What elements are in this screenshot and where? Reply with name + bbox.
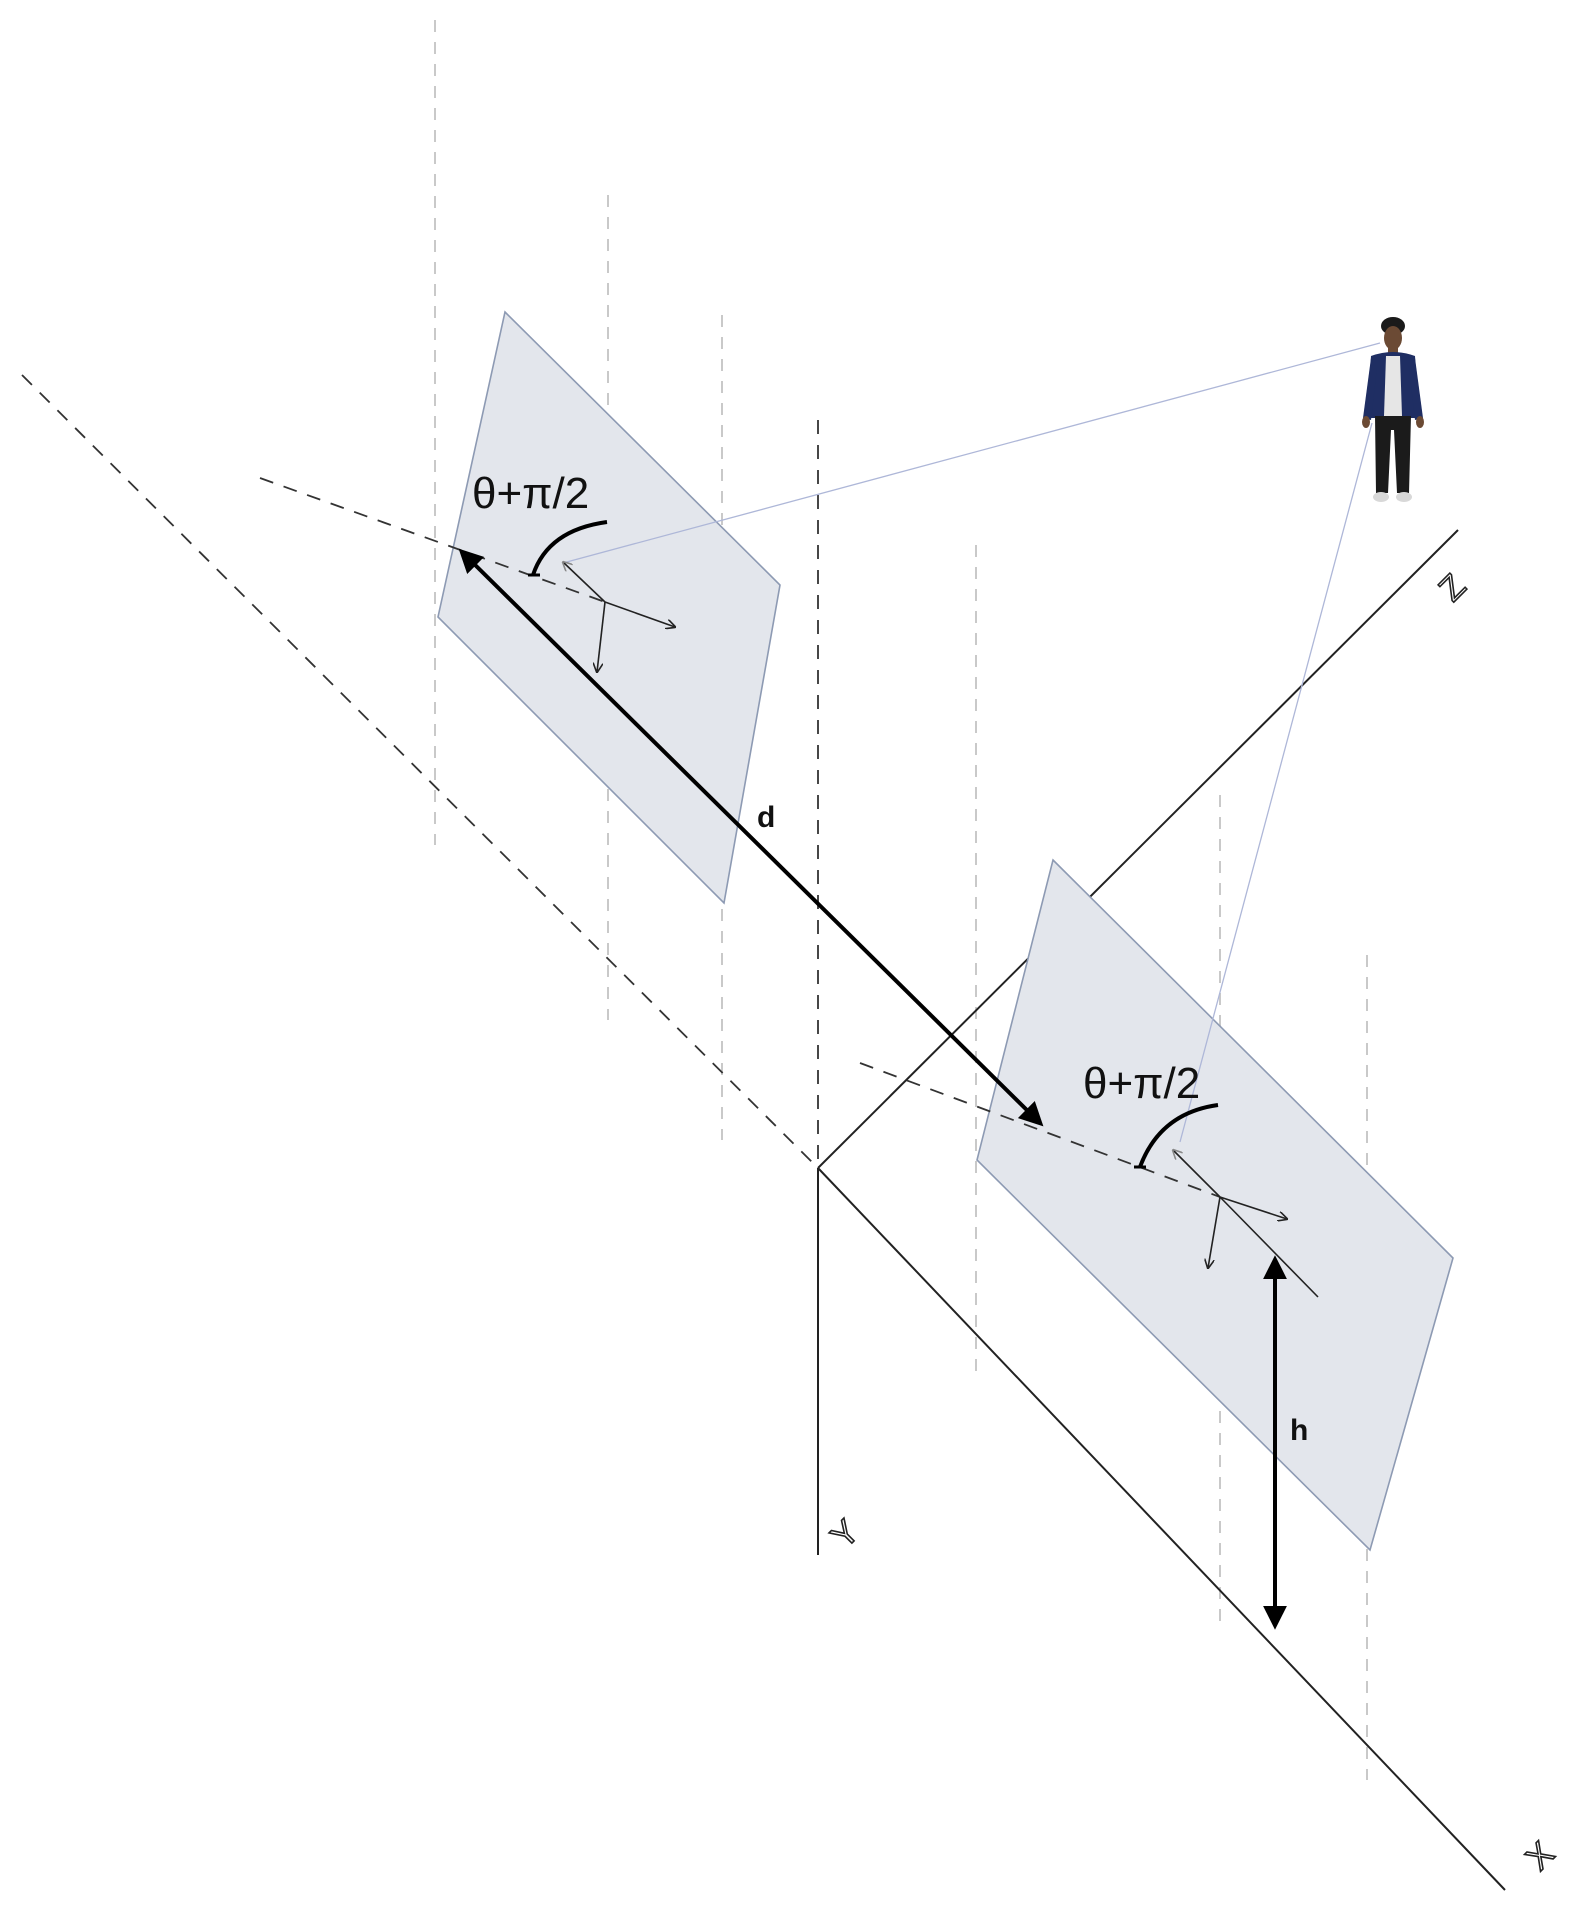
sight-ray-top xyxy=(562,342,1381,564)
x-axis-line xyxy=(817,1167,1506,1891)
frame-arrow-gray xyxy=(1173,1150,1221,1198)
angle-arc-bottom xyxy=(1138,1103,1219,1168)
angle-label-bottom: θ+π/2 xyxy=(1083,1059,1200,1108)
angle-label-top: θ+π/2 xyxy=(472,469,589,518)
person-icon xyxy=(1362,317,1424,502)
distance-label-d: d xyxy=(757,801,775,834)
height-label-h: h xyxy=(1290,1414,1308,1447)
axis-label-x: X xyxy=(1519,1835,1562,1878)
frame-arrow-down xyxy=(1208,1196,1221,1268)
axis-label-z: Z xyxy=(1432,567,1474,609)
frame-arrow-right xyxy=(1219,1196,1287,1219)
vertical-guides xyxy=(434,20,1368,1780)
distance-arrow-d xyxy=(458,548,1044,1127)
local-frame-bottom xyxy=(1173,1150,1287,1268)
sight-ray-bottom xyxy=(1179,422,1373,1143)
axis-label-y: Y xyxy=(824,1513,867,1556)
plane-bottom xyxy=(976,858,1454,1552)
normal-extension-bottom xyxy=(1219,1196,1319,1298)
